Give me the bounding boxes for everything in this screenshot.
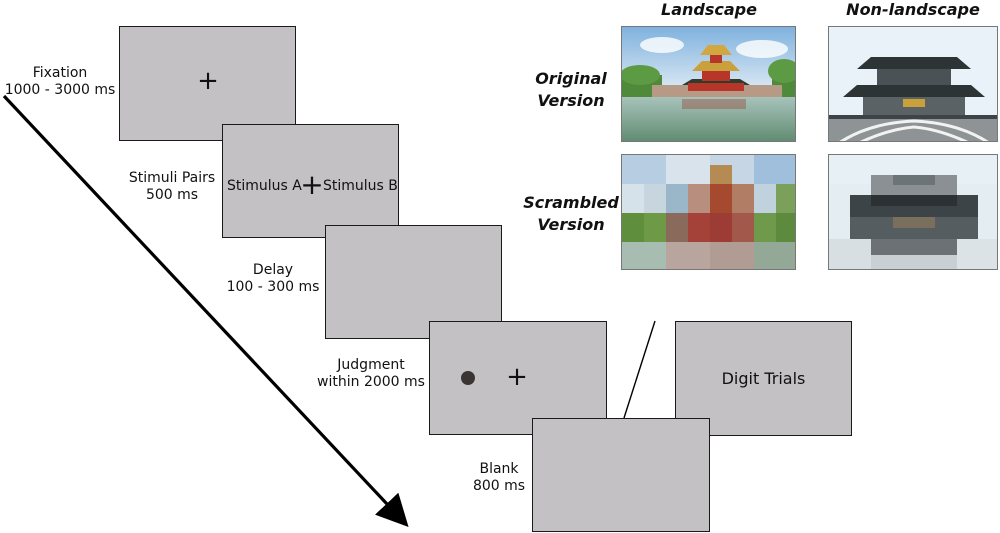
judgment-label-title: Judgment: [337, 357, 405, 373]
row-header-scrambled-line2: Version: [537, 215, 605, 234]
stimuli-pairs-label-title: Stimuli Pairs: [128, 170, 216, 186]
column-header-non-landscape: Non-landscape: [846, 0, 980, 19]
judgment-label: Judgment within 2000 ms: [312, 357, 430, 391]
delay-screen: [325, 225, 502, 339]
fixation-label: Fixation 1000 - 3000 ms: [2, 65, 118, 99]
digit-trials-screen: Digit Trials: [675, 321, 852, 436]
stimuli-fixation-cross: +: [300, 168, 324, 201]
judgment-screen: +: [429, 321, 607, 435]
stimuli-pairs-label: Stimuli Pairs 500 ms: [122, 170, 222, 204]
original-landscape-image: [621, 26, 796, 142]
column-header-landscape: Landscape: [661, 0, 757, 19]
fixation-label-duration: 1000 - 3000 ms: [4, 82, 116, 98]
stimulus-a-label: Stimulus A: [227, 178, 302, 194]
stimuli-pairs-label-duration: 500 ms: [145, 187, 199, 203]
stimulus-b-label: Stimulus B: [323, 178, 398, 194]
fixation-screen: +: [119, 26, 296, 141]
delay-label-title: Delay: [252, 262, 294, 278]
row-header-original-line1: Original: [535, 69, 607, 88]
delay-label-duration: 100 - 300 ms: [226, 279, 320, 295]
digit-connector-line: [623, 320, 656, 419]
blank-label: Blank 800 ms: [466, 461, 532, 495]
blank-label-duration: 800 ms: [472, 478, 526, 494]
judgment-fixation-cross: +: [506, 362, 528, 392]
delay-label: Delay 100 - 300 ms: [220, 262, 326, 296]
original-non-landscape-image: [828, 26, 998, 142]
scrambled-non-landscape-image: [828, 154, 998, 270]
blank-label-title: Blank: [479, 461, 519, 477]
time-arrow: [2, 94, 409, 527]
row-header-scrambled: Scrambled Version: [523, 192, 619, 236]
judgment-label-duration: within 2000 ms: [317, 374, 425, 390]
judgment-dot: [461, 371, 475, 385]
fixation-cross: +: [197, 66, 219, 96]
digit-trials-text: Digit Trials: [721, 369, 806, 388]
stimuli-pairs-screen: Stimulus A + Stimulus B: [222, 124, 399, 238]
row-header-original-line2: Version: [537, 91, 605, 110]
fixation-label-title: Fixation: [32, 65, 88, 81]
row-header-scrambled-line1: Scrambled: [523, 193, 619, 212]
row-header-original: Original Version: [535, 68, 607, 112]
blank-screen: [532, 418, 710, 532]
scrambled-landscape-image: [621, 154, 796, 270]
